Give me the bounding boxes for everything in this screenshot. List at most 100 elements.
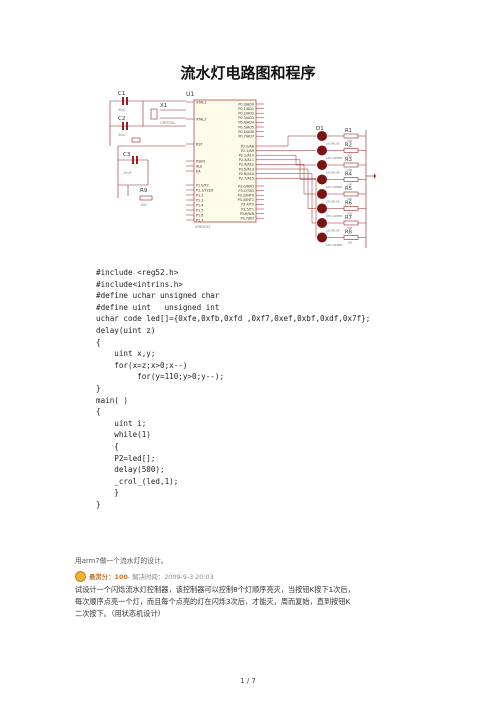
mcu-pin-right: P0.0/AD0	[238, 102, 254, 106]
resistor-label: R8	[345, 230, 352, 236]
code-line: {	[96, 337, 101, 347]
r9-label: R9	[140, 188, 148, 194]
code-line: uint i;	[96, 418, 147, 428]
led-diode	[317, 232, 327, 243]
mcu-pin-right: P2.4/A12	[239, 163, 254, 167]
code-line: for(y=110;y>0;y--);	[96, 372, 225, 382]
led-label: LED-BLUE	[326, 171, 340, 175]
circuit-schematic: C1 30p C2 30p X1 CRYSTAL C3 10uF R9 10k …	[109, 91, 376, 248]
led-diode	[317, 174, 327, 185]
question-body: 试设计一个闪烁流水灯控制器，该控制器可以控制8个灯顺序亮灭，当按钮K按下1次后，…	[75, 584, 427, 621]
led-diode	[317, 189, 327, 199]
code-line: {	[96, 441, 119, 451]
d1-label: D1	[316, 126, 324, 132]
led-diode	[317, 160, 327, 170]
code-line: #define uchar unsigned char	[96, 291, 220, 301]
mcu-pin-left: XTAL2	[196, 117, 206, 121]
code-line: uint x,y;	[96, 349, 156, 359]
code-line: for(x=z;x>0;x--)	[96, 360, 188, 370]
led-label: LED-BLUE	[326, 200, 340, 204]
resistor-value: 300	[347, 226, 353, 230]
resistor	[343, 235, 359, 240]
question-title[interactable]: 用arm7做一个流水灯的设计。	[75, 557, 168, 565]
resistor-label: R2	[345, 143, 352, 149]
mcu-pin-right: P0.6/AD6	[238, 130, 254, 134]
mcu-pin-left: P1.7	[196, 218, 203, 222]
resistor-value: 300	[347, 212, 353, 216]
led-label: LED-GREEN	[326, 156, 342, 160]
code-line: }	[96, 499, 101, 509]
c1-value: 30p	[118, 108, 125, 112]
mcu-pin-right: P3.1/TXD	[238, 189, 254, 193]
led-diode	[317, 218, 327, 228]
resolve-time: - 解决时间：2009-9-3 20:03	[127, 573, 214, 581]
led-diode	[317, 131, 327, 141]
resistor	[343, 133, 359, 139]
mcu-pin-left: P1.6	[196, 213, 203, 217]
mcu-pin-left: P1.0/T2	[196, 183, 209, 187]
mcu-pin-right: P2.6/A14	[239, 172, 254, 176]
mcu-pin-left: P1.2	[196, 193, 203, 197]
mcu-pin-right: P0.3/AD3	[238, 116, 254, 120]
mcu-pin-right: P3.6/WR	[240, 212, 255, 216]
code-line: uchar code led[]={0xfe,0xfb,0xfd ,0xf7,0…	[96, 314, 371, 324]
resistor-label: R3	[345, 157, 352, 163]
resistor	[343, 206, 359, 211]
mcu-pin-left: XTAL1	[196, 100, 206, 104]
code-line: #define uint unsigned int	[96, 302, 220, 312]
resistor	[343, 191, 359, 197]
led-diode	[317, 145, 327, 156]
page-title: 流水灯电路图和程序	[180, 64, 316, 82]
mcu-pin-right: P0.7/AD7	[238, 135, 254, 139]
mcu-pin-left: ALE	[196, 164, 202, 168]
mcu-pin-right: P2.5/A13	[239, 167, 254, 171]
mcu-pin-left: EA	[196, 169, 201, 173]
c3-value: 10uF	[123, 171, 132, 175]
mcu-pin-right: P2.1/A9	[241, 149, 254, 153]
resistor-value: 300	[347, 168, 353, 172]
mcu-pin-left: PSEN	[196, 159, 205, 163]
mcu-pin-right: P0.1/AD1	[238, 107, 254, 111]
page-number: 1 / 7	[240, 677, 256, 685]
x1-label: X1	[160, 103, 167, 109]
led-label: LED-GREEN	[326, 214, 342, 218]
code-line: _crol_(led,1);	[96, 476, 179, 486]
resistor-label: R5	[345, 186, 352, 192]
resistor-label: R7	[345, 215, 352, 221]
mcu-pin-right: P3.7/RD	[240, 217, 254, 221]
mcu-pin-right: P3.4/T0	[241, 203, 254, 207]
code-line: #include<intrins.h>	[96, 279, 183, 289]
resistor-label: R6	[345, 201, 352, 207]
score-label: 悬赏分：100	[89, 573, 128, 581]
resistor-label: R1	[345, 128, 352, 134]
mcu-pin-left: P1.4	[196, 203, 203, 207]
c2-label: C2	[118, 116, 125, 122]
code-line: while(1)	[96, 430, 151, 440]
resistor-value: 300	[347, 183, 353, 187]
coin-icon	[75, 571, 86, 582]
code-line: delay(500);	[96, 465, 165, 475]
mcu-pin-right: P2.2/A10	[239, 154, 254, 158]
code-line: #include <reg52.h>	[96, 268, 179, 277]
c3-label: C3	[123, 152, 131, 158]
code-line: {	[96, 407, 101, 417]
body-line: 二次按下。（用状态机设计）	[75, 609, 165, 619]
mcu-pin-right: P3.0/RXD	[238, 184, 254, 188]
code-line: main( )	[96, 395, 129, 405]
led-label: LED-BLUE	[326, 142, 340, 146]
led-label: LED-BLUE	[326, 229, 340, 233]
code-block: #include <reg52.h> #include<intrins.h> #de…	[96, 267, 476, 510]
led-label: LED-GREEN	[326, 185, 342, 189]
mcu-pin-right: P0.4/AD4	[238, 121, 254, 125]
c1-label: C1	[118, 91, 125, 97]
mcu-chip	[193, 99, 257, 223]
resistor-value: 300	[347, 154, 353, 158]
mcu-pin-right: P0.5/AD5	[238, 125, 254, 129]
mcu-pin-right: P2.7/A15	[239, 177, 254, 181]
x1-value: CRYSTAL	[160, 121, 175, 125]
led-diode	[317, 203, 327, 214]
u1-label: U1	[186, 91, 194, 98]
code-line: P2=led[];	[96, 453, 156, 463]
resistor-value: 300	[347, 139, 353, 143]
r9-value: 10k	[140, 203, 147, 207]
